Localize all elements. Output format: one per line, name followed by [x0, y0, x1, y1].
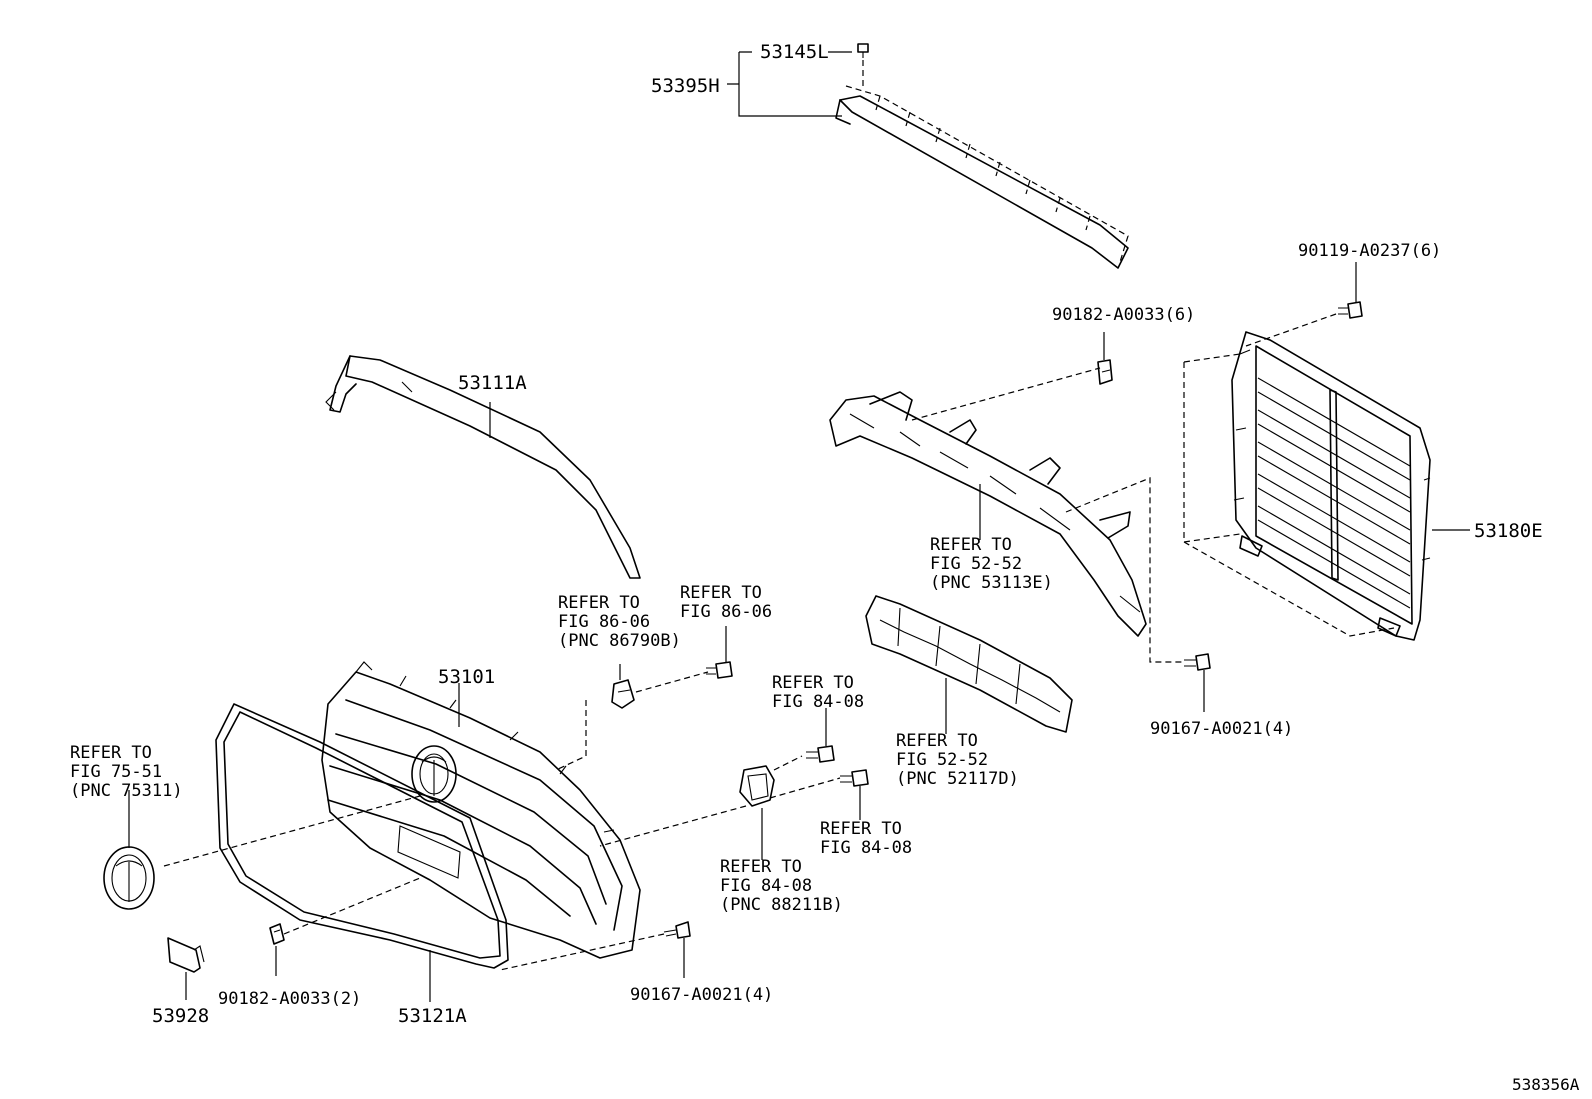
ref-radar-line1: REFER TO: [720, 857, 802, 877]
callout-screw-right: 90167-A0021(4): [1150, 719, 1293, 739]
callout-53101: 53101: [438, 666, 495, 688]
callout-clip-left: 90182-A0033(2): [218, 989, 361, 1009]
upper-support-part[interactable]: [829, 391, 1147, 637]
ref-lower-support-line3: (PNC 52117D): [896, 769, 1019, 789]
strip-screw-part[interactable]: [857, 43, 869, 58]
upper-strip-part[interactable]: [835, 85, 1129, 269]
ref-radar-line2: FIG 84-08: [720, 876, 812, 896]
screw-lower-part[interactable]: [663, 921, 691, 939]
bolt-upper-part[interactable]: [1338, 301, 1363, 319]
ref-upper-support-line2: FIG 52-52: [930, 554, 1022, 574]
callout-screw-lower: 90167-A0021(4): [630, 985, 773, 1005]
ref-upper-support-line3: (PNC 53113E): [930, 573, 1053, 593]
ref-emblem-line1: REFER TO: [70, 743, 152, 763]
clip-upper-part[interactable]: [1097, 359, 1113, 385]
callout-53121A: 53121A: [398, 1005, 467, 1027]
lower-support-part[interactable]: [865, 595, 1073, 733]
radar-bolt-bottom-part[interactable]: [840, 769, 869, 787]
diagram-id: 538356A: [1512, 1075, 1580, 1094]
ref-emblem-line3: (PNC 75311): [70, 781, 183, 801]
grille-frame-part[interactable]: [215, 703, 509, 969]
grille-part[interactable]: [321, 661, 641, 959]
ref-radar-bolt-bottom-line1: REFER TO: [820, 819, 902, 839]
ref-sensor-line1: REFER TO: [558, 593, 640, 613]
callout-53928: 53928: [152, 1005, 209, 1027]
shutter-part[interactable]: [1231, 331, 1431, 641]
radar-bolt-top-part[interactable]: [806, 745, 835, 763]
ref-sensor-bolt-line1: REFER TO: [680, 583, 762, 603]
ref-emblem-line2: FIG 75-51: [70, 762, 162, 782]
ref-sensor-bolt-line2: FIG 86-06: [680, 602, 772, 622]
ref-sensor-line3: (PNC 86790B): [558, 631, 681, 651]
radar-part[interactable]: [739, 765, 775, 807]
ref-lower-support-line1: REFER TO: [896, 731, 978, 751]
callout-bolt-upper: 90119-A0237(6): [1298, 241, 1441, 261]
callout-53111A: 53111A: [458, 372, 527, 394]
emblem-part[interactable]: [103, 846, 155, 910]
ref-radar-line3: (PNC 88211B): [720, 895, 843, 915]
upper-moulding-part[interactable]: [325, 355, 641, 579]
emblem-cover-part[interactable]: [167, 937, 205, 973]
callout-53145L: 53145L: [760, 41, 829, 63]
callout-clip-upper: 90182-A0033(6): [1052, 305, 1195, 325]
ref-radar-bolt-top-line2: FIG 84-08: [772, 692, 864, 712]
screw-right-part[interactable]: [1184, 653, 1211, 671]
ref-radar-bolt-top-line1: REFER TO: [772, 673, 854, 693]
ref-sensor-line2: FIG 86-06: [558, 612, 650, 632]
sensor-part[interactable]: [611, 679, 635, 709]
ref-radar-bolt-bottom-line2: FIG 84-08: [820, 838, 912, 858]
sensor-bolt-part[interactable]: [706, 661, 733, 679]
ref-upper-support-line1: REFER TO: [930, 535, 1012, 555]
ref-lower-support-line2: FIG 52-52: [896, 750, 988, 770]
callout-53395H: 53395H: [651, 75, 720, 97]
callout-53180E: 53180E: [1474, 520, 1543, 542]
clip-left-part[interactable]: [269, 923, 285, 945]
